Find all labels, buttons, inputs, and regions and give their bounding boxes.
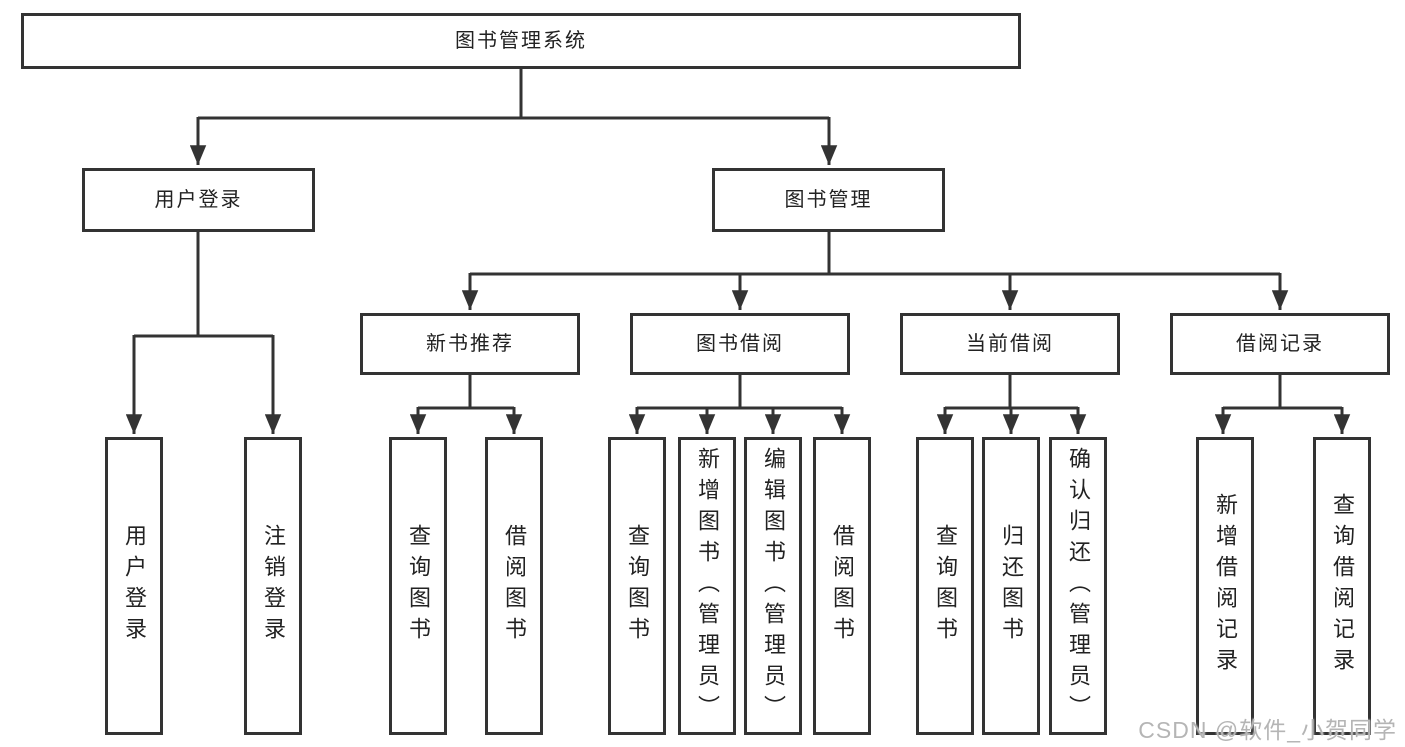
node-borrow-record: 借阅记录: [1170, 313, 1390, 375]
leaf-borrow-query-book-label: 查询图书: [625, 524, 650, 648]
node-new-book-recommend-label: 新书推荐: [426, 333, 514, 355]
node-book-management: 图书管理: [712, 168, 945, 232]
leaf-logout-login-label: 注销登录: [261, 524, 286, 648]
leaf-newrec-query-book: 查询图书: [389, 437, 447, 735]
leaf-record-add: 新增借阅记录: [1196, 437, 1254, 735]
node-borrow-record-label: 借阅记录: [1236, 333, 1324, 355]
leaf-current-return-book-label: 归还图书: [999, 524, 1024, 648]
connector-group-book-management: [461, 232, 1289, 311]
leaf-current-confirm-return: 确认归还（管理员）: [1049, 437, 1107, 735]
connector-group-current-borrow: [936, 375, 1087, 435]
leaf-borrow-add-book-label: 新增图书（管理员）: [695, 446, 720, 726]
connector-group-new-book-recommend: [409, 375, 523, 435]
node-user-login-label: 用户登录: [154, 189, 243, 211]
leaf-record-query: 查询借阅记录: [1313, 437, 1371, 735]
node-user-login: 用户登录: [82, 168, 315, 232]
leaf-borrow-add-book: 新增图书（管理员）: [678, 437, 736, 735]
node-book-management-label: 图书管理: [784, 189, 873, 211]
node-book-borrow: 图书借阅: [630, 313, 850, 375]
leaf-user-login: 用户登录: [105, 437, 163, 735]
leaf-newrec-borrow-book-label: 借阅图书: [502, 524, 527, 648]
csdn-watermark: CSDN @软件_小贺同学: [1138, 717, 1397, 743]
node-root-label: 图书管理系统: [455, 30, 587, 52]
leaf-current-query-book: 查询图书: [916, 437, 974, 735]
leaf-current-confirm-return-label: 确认归还（管理员）: [1066, 446, 1091, 726]
connector-group-user-login: [125, 232, 282, 435]
leaf-borrow-borrow-book: 借阅图书: [813, 437, 871, 735]
leaf-record-add-label: 新增借阅记录: [1213, 493, 1238, 679]
leaf-record-query-label: 查询借阅记录: [1330, 493, 1355, 679]
leaf-current-return-book: 归还图书: [982, 437, 1040, 735]
leaf-newrec-query-book-label: 查询图书: [406, 524, 431, 648]
leaf-borrow-query-book: 查询图书: [608, 437, 666, 735]
node-book-borrow-label: 图书借阅: [696, 333, 784, 355]
leaf-borrow-borrow-book-label: 借阅图书: [830, 524, 855, 648]
connector-group-root: [189, 68, 838, 165]
leaf-borrow-edit-book: 编辑图书（管理员）: [744, 437, 802, 735]
node-new-book-recommend: 新书推荐: [360, 313, 580, 375]
leaf-user-login-label: 用户登录: [122, 524, 147, 648]
node-current-borrow-label: 当前借阅: [966, 333, 1054, 355]
node-current-borrow: 当前借阅: [900, 313, 1120, 375]
leaf-borrow-edit-book-label: 编辑图书（管理员）: [761, 446, 786, 726]
leaf-logout-login: 注销登录: [244, 437, 302, 735]
leaf-newrec-borrow-book: 借阅图书: [485, 437, 543, 735]
connector-group-book-borrow: [628, 375, 851, 435]
connector-group-borrow-record: [1214, 375, 1351, 435]
leaf-current-query-book-label: 查询图书: [933, 524, 958, 648]
node-root-library-system: 图书管理系统: [21, 13, 1021, 69]
